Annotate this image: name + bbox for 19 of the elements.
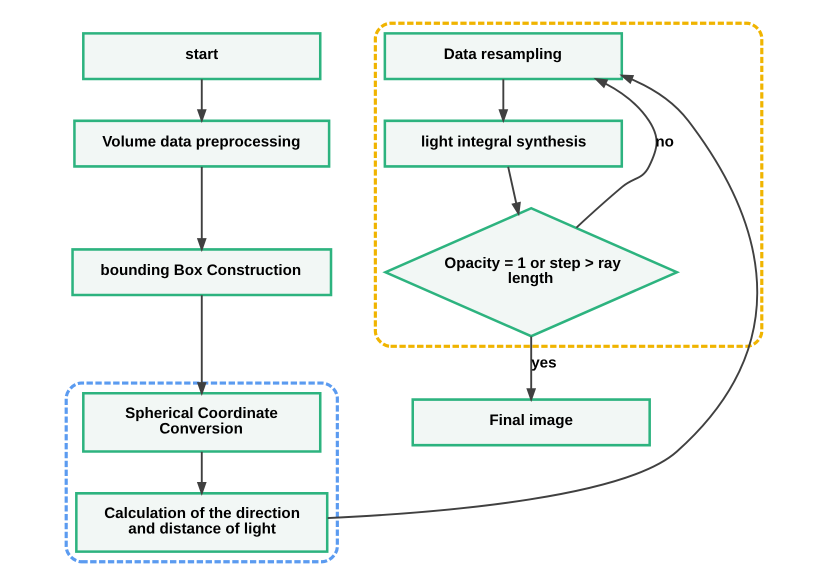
node-box: Spherical Coordinate Conversion <box>82 392 321 453</box>
node-box: light integral synthesis <box>383 120 623 168</box>
arrow <box>196 166 206 252</box>
arrow <box>526 336 536 402</box>
node-box: Data resampling <box>383 32 623 80</box>
arrow <box>498 79 508 124</box>
node-box: Volume data preprocessing <box>72 120 330 168</box>
node-box: Calculation of the direction and distance of light <box>74 492 328 553</box>
arrow <box>196 295 206 396</box>
arrow <box>196 79 206 124</box>
node-box: Final image <box>410 398 650 446</box>
arrow <box>196 452 206 496</box>
cluster <box>373 22 763 348</box>
arrow <box>327 74 758 519</box>
node-box: bounding Box Construction <box>70 248 332 296</box>
arrow <box>506 166 520 216</box>
node-box: start <box>82 32 321 80</box>
node-diamond: Opacity = 1 or step > ray length <box>382 206 680 338</box>
arrow <box>575 78 657 228</box>
